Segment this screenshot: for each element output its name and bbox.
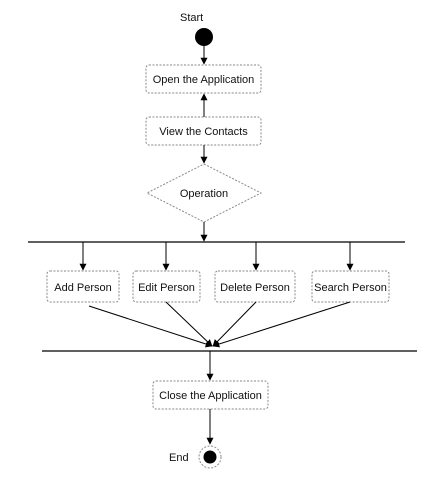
- edit-person-node: [132, 270, 201, 303]
- close-application-label: Close the Application: [159, 390, 262, 402]
- delete-person-label: Delete Person: [220, 282, 290, 294]
- operation-label: Operation: [180, 188, 228, 200]
- add-person-label: Add Person: [54, 282, 111, 294]
- end-node-dot: [203, 450, 217, 464]
- edge-search-to-join: [212, 301, 351, 348]
- delete-person-node: [214, 270, 296, 303]
- edge-delete-to-join: [212, 301, 257, 347]
- close-application-node: [152, 380, 269, 410]
- end-label: End: [169, 452, 189, 464]
- edge-add-to-join: [88, 305, 213, 348]
- view-contacts-label: View the Contacts: [159, 126, 248, 138]
- search-person-label: Search Person: [314, 282, 387, 294]
- add-person-node: [46, 270, 120, 303]
- edge-edit-to-join: [165, 301, 213, 347]
- edit-person-label: Edit Person: [138, 282, 195, 294]
- view-contacts-node: [145, 116, 262, 146]
- open-application-node: [145, 64, 262, 94]
- open-application-label: Open the Application: [153, 74, 255, 86]
- search-person-node: [311, 270, 390, 303]
- start-node: [195, 28, 213, 46]
- start-label: Start: [180, 12, 203, 24]
